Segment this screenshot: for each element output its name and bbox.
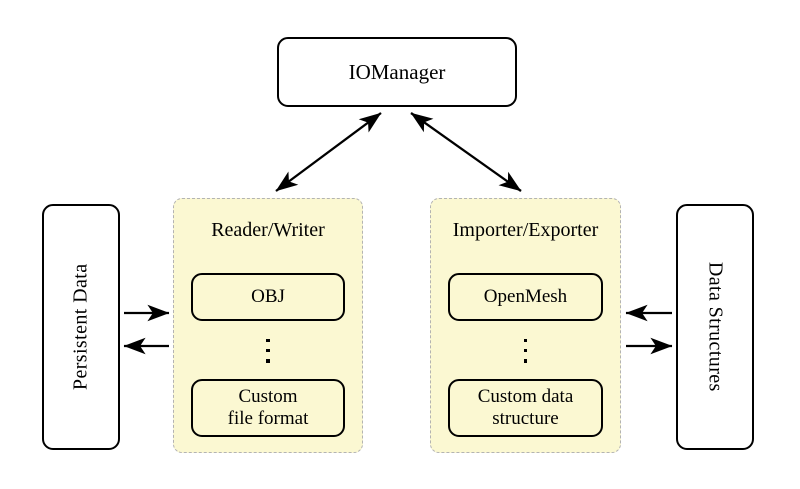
panel-importer-exporter-title: Importer/Exporter	[452, 219, 599, 241]
plugin-custom-data-structure-line1: Custom data	[477, 385, 574, 407]
panel-importer-exporter[interactable]: Importer/Exporter OpenMesh Custom data s…	[430, 198, 621, 453]
plugin-custom-file-format-line2: file format	[227, 408, 309, 429]
plugin-custom-data-structure-line2: structure	[492, 408, 559, 429]
connector-manager-importer-exporter	[410, 112, 522, 192]
importer-exporter-ellipsis-icon	[431, 339, 620, 363]
plugin-custom-data-structure-label: Custom data structure	[478, 386, 574, 430]
plugin-openmesh-label: OpenMesh	[483, 285, 568, 307]
connector-manager-reader-writer	[275, 112, 382, 192]
panel-reader-writer[interactable]: Reader/Writer OBJ Custom file format	[173, 198, 363, 453]
plugin-openmesh[interactable]: OpenMesh	[448, 273, 603, 321]
plugin-custom-file-format-line1: Custom	[238, 385, 298, 407]
plugin-custom-file-format[interactable]: Custom file format	[191, 379, 345, 437]
plugin-obj[interactable]: OBJ	[191, 273, 345, 321]
panel-reader-writer-title: Reader/Writer	[211, 219, 325, 241]
node-data-structures[interactable]: Data Structures	[676, 204, 754, 450]
node-io-manager[interactable]: IOManager	[277, 37, 517, 107]
data-structures-label: Data Structures	[704, 262, 727, 392]
plugin-custom-data-structure[interactable]: Custom data structure	[448, 379, 603, 437]
persistent-data-label: Persistent Data	[69, 263, 92, 391]
node-persistent-data[interactable]: Persistent Data	[42, 204, 120, 450]
plugin-obj-label: OBJ	[251, 285, 285, 307]
io-manager-label: IOManager	[348, 59, 446, 84]
reader-writer-ellipsis-icon	[174, 339, 362, 363]
plugin-custom-file-format-label: Custom file format	[228, 386, 309, 430]
